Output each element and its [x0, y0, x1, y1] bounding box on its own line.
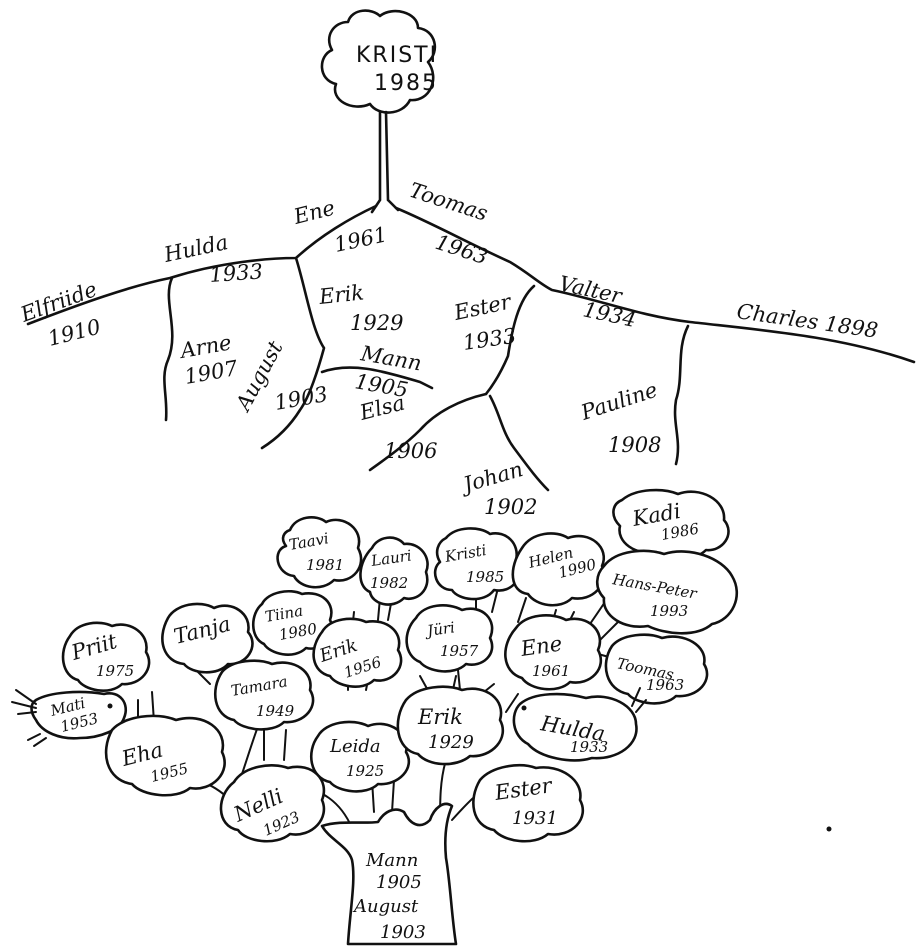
branch-elsa — [368, 392, 488, 472]
hulda-bird-eye — [521, 705, 527, 711]
ancestor-tree: KRISTI 1985 Ene 1961 Toomas 1963 Hulda 1… — [17, 9, 916, 519]
label-ester: Ester — [451, 289, 515, 325]
label-elsa-year: 1906 — [384, 439, 437, 463]
leida-year: 1925 — [346, 762, 384, 780]
taavi-year: 1981 — [306, 556, 344, 574]
root-stem — [370, 110, 400, 214]
crown-erik-1929: Erik 1929 — [396, 685, 505, 766]
crown-hanspeter: Hans-Peter 1993 — [595, 549, 738, 635]
branch-toomas — [394, 206, 916, 364]
root-year: 1985 — [374, 71, 438, 96]
hulda-bird-tail — [631, 687, 647, 713]
stray-ink-dot — [826, 826, 832, 832]
trunk — [320, 802, 458, 946]
label-johan-year: 1902 — [484, 495, 537, 519]
crown-kristi: Kristi 1985 — [433, 527, 521, 601]
label-elsa: Elsa — [356, 391, 407, 425]
branch-mann — [320, 366, 434, 390]
label-pauline: Pauline — [577, 378, 660, 425]
branch-pauline — [673, 324, 690, 466]
label-elfriede-year: 1910 — [45, 315, 103, 351]
crown-eha: Eha 1955 — [104, 714, 226, 797]
root-name: KRISTI — [356, 43, 438, 68]
label-valter-year: 1934 — [581, 297, 638, 332]
label-pauline-year: 1908 — [608, 433, 661, 457]
juri-year: 1957 — [440, 642, 479, 660]
label-ene: Ene — [290, 196, 337, 230]
trunk-line4: 1903 — [380, 922, 426, 943]
crown-nelli: Nelli 1923 — [219, 764, 326, 843]
ene-name: Ene — [518, 631, 563, 661]
label-erik: Erik — [317, 280, 365, 309]
crown-hulda: Hulda 1933 — [512, 687, 647, 762]
juri-name: Jüri — [423, 618, 456, 640]
crown-helen: Helen 1990 — [511, 532, 606, 607]
priit-year: 1975 — [96, 662, 134, 680]
branch-arne — [163, 276, 174, 422]
crown-kadi: Kadi 1986 — [612, 488, 730, 560]
crown-tamara: Tamara 1949 — [214, 659, 315, 731]
ene-year: 1961 — [532, 662, 570, 680]
crown-leida: Leida 1925 — [310, 720, 411, 793]
branch-ester — [484, 284, 536, 396]
crown-ene: Ene 1961 — [504, 614, 603, 691]
lauri-name: Lauri — [369, 546, 413, 570]
ester-year: 1931 — [512, 808, 558, 829]
crown-taavi: Taavi 1981 — [276, 516, 363, 589]
label-hulda-year: 1933 — [209, 259, 264, 287]
tamara-year: 1949 — [256, 702, 295, 720]
kristi-root-crown — [320, 9, 437, 114]
crown-priit: Priit 1975 — [61, 621, 151, 692]
leida-name: Leida — [329, 736, 381, 757]
crown-lauri: Lauri 1982 — [359, 536, 429, 606]
label-august-year: 1903 — [273, 382, 330, 415]
hanspeter-year: 1993 — [650, 602, 688, 620]
crown-toomas: Toomas 1963 — [604, 633, 709, 705]
kristi-year: 1985 — [466, 568, 504, 586]
crown-juri: Jüri 1957 — [405, 604, 494, 673]
mati-bird-eye — [107, 703, 113, 709]
hulda-year: 1933 — [570, 738, 608, 756]
descendant-tree: Mann 1905 August 1903 Taavi 1981 Lauri 1… — [11, 488, 832, 946]
crown-erik-1956: Erik 1956 — [312, 617, 403, 688]
crown-ester: Ester 1931 — [472, 764, 585, 843]
label-erik-year: 1929 — [350, 311, 403, 335]
label-johan: Johan — [457, 457, 526, 498]
crown-mati: Mati 1953 — [11, 689, 127, 747]
crown-tanja: Tanja — [161, 602, 254, 674]
erik1929-year: 1929 — [428, 732, 474, 753]
label-toomas-year: 1963 — [432, 230, 490, 269]
mati-bird-tail — [11, 689, 47, 747]
erik1929-name: Erik — [417, 705, 463, 729]
branch-ene — [26, 204, 378, 326]
lauri-year: 1982 — [370, 574, 408, 592]
branch-johan — [488, 394, 550, 492]
trunk-line1: Mann — [365, 850, 418, 871]
label-ene-year: 1961 — [332, 222, 389, 257]
branch-erik — [260, 256, 326, 450]
trunk-line3: August — [352, 896, 419, 917]
trunk-line2: 1905 — [376, 872, 422, 893]
toomas-year: 1963 — [646, 676, 684, 694]
